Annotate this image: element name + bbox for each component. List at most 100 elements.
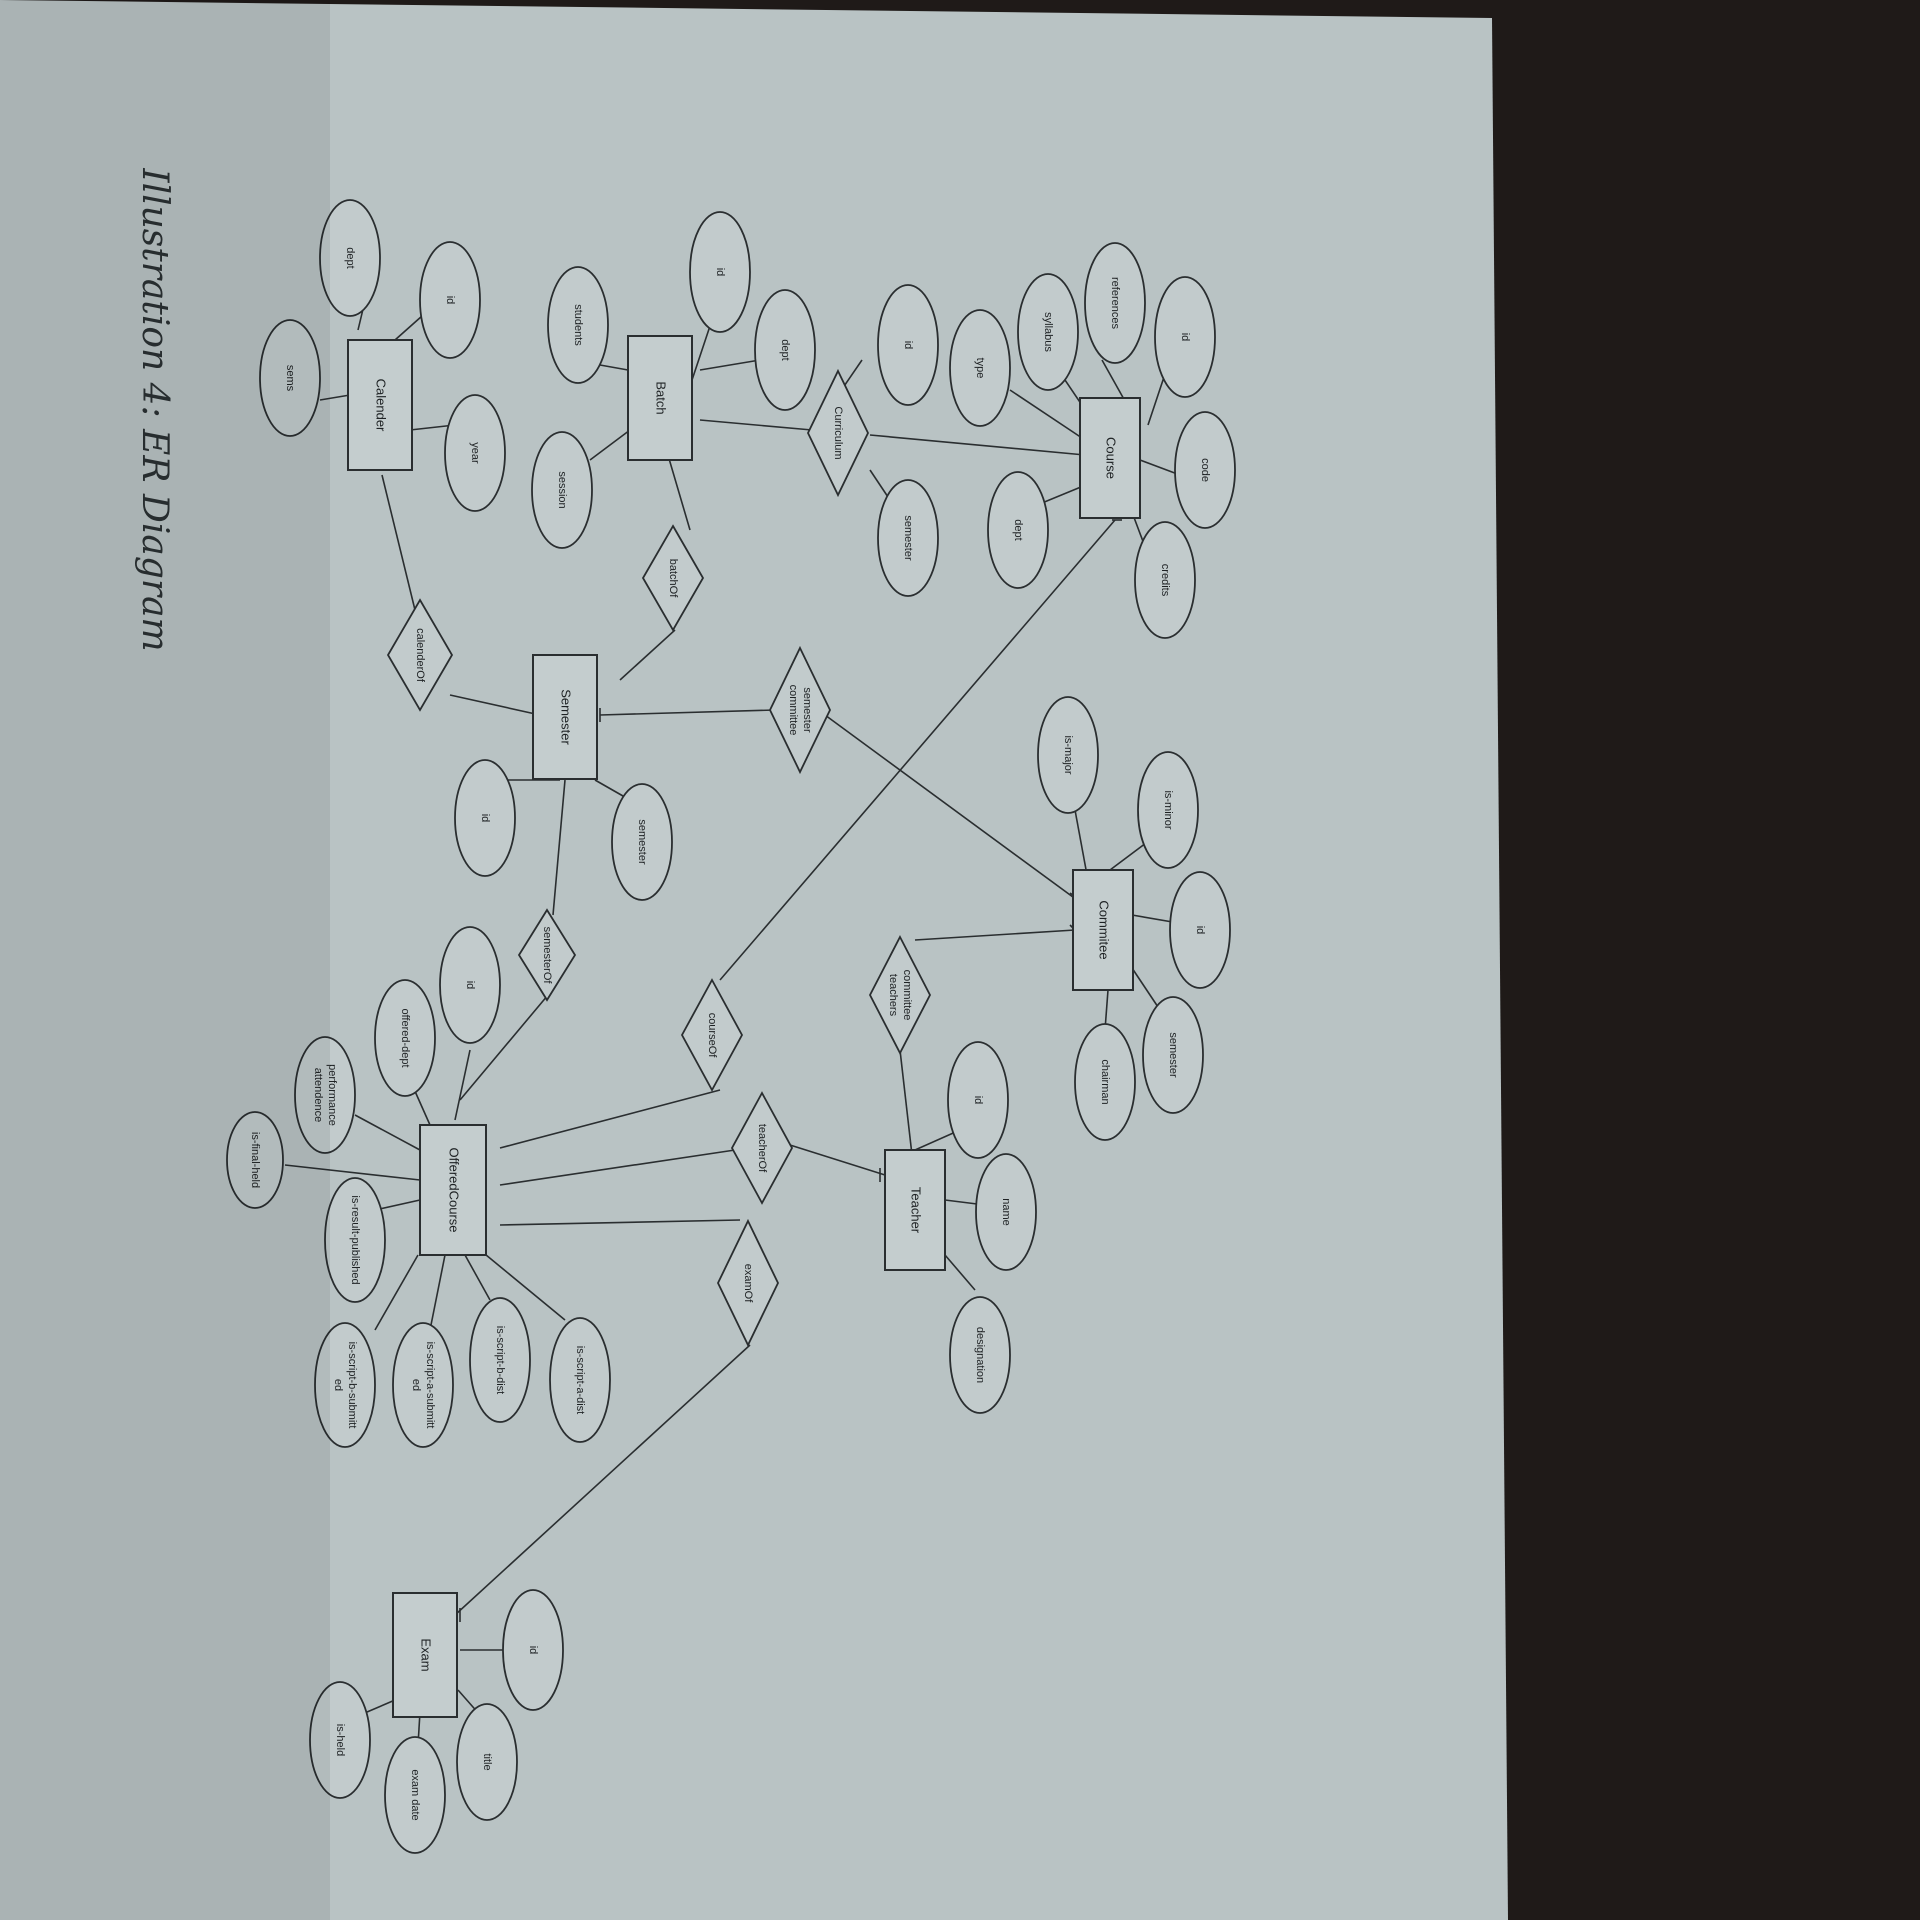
entity-calender: Calender <box>347 339 413 471</box>
attr-calender-dept: dept <box>319 199 381 317</box>
attr-offered-course-is-script-b-submitted: is-script-b-submitt ed <box>314 1322 376 1448</box>
relationship-curriculum-label: Curriculum <box>832 406 844 459</box>
attr-exam-is-held: is-held <box>309 1681 371 1799</box>
attr-course-type: type <box>949 309 1011 427</box>
entity-batch-label: Batch <box>654 381 669 414</box>
attr-curriculum-semester: semester <box>877 479 939 597</box>
relationship-semester-committee: semester committee <box>769 645 831 775</box>
attr-course-code-label: code <box>1199 458 1211 482</box>
relationship-exam-of-label: examOf <box>742 1264 754 1303</box>
entity-offered-course: OfferedCourse <box>419 1124 487 1256</box>
relationship-committee-teachers-line2: teachers <box>887 974 899 1017</box>
attr-course-credits-label: credits <box>1159 564 1171 597</box>
attr-batch-session: session <box>531 431 593 549</box>
attr-offered-course-offered-dept: offered-dept <box>374 979 436 1097</box>
attr-course-references-label: references <box>1109 277 1121 329</box>
relationship-course-of-label: courseOf <box>706 1013 718 1059</box>
attr-committee-id: id <box>1169 871 1231 989</box>
attr-exam-id: id <box>502 1589 564 1711</box>
attr-offered-course-is-script-a-dist: is-script-a-dist <box>549 1317 611 1443</box>
attr-exam-date: exam date <box>384 1736 446 1854</box>
attr-course-credits: credits <box>1134 521 1196 639</box>
attr-committee-chairman-label: chairman <box>1099 1059 1111 1104</box>
attr-script-a-submitted-line1: is-script-a-submitt <box>424 1342 436 1429</box>
relationship-teacher-of-label: teacherOf <box>756 1124 768 1173</box>
attr-committee-is-major: is-major <box>1037 696 1099 814</box>
attr-teacher-id: id <box>947 1041 1009 1159</box>
attr-teacher-designation: designation <box>949 1296 1011 1414</box>
attr-batch-id: id <box>689 211 751 333</box>
entity-semester-label: Semester <box>559 689 574 745</box>
attr-committee-is-major-label: is-major <box>1062 735 1074 774</box>
entity-course-label: Course <box>1104 437 1119 479</box>
attr-script-b-submitted-line1: is-script-b-submitt <box>346 1342 358 1429</box>
relationship-teacher-of: teacherOf <box>730 1091 794 1205</box>
attr-committee-id-label: id <box>1194 926 1206 935</box>
attr-offered-course-is-final-held: is-final-held <box>226 1111 284 1209</box>
attr-course-references: references <box>1084 242 1146 364</box>
attr-committee-semester: semester <box>1142 996 1204 1114</box>
attr-exam-id-label: id <box>527 1646 539 1655</box>
attr-is-script-b-dist-label: is-script-b-dist <box>494 1326 506 1394</box>
entity-course: Course <box>1079 397 1141 519</box>
attr-offered-course-is-script-b-dist: is-script-b-dist <box>469 1297 531 1423</box>
attr-is-result-published-label: is-result-published <box>349 1195 361 1284</box>
attr-course-id: id <box>1154 276 1216 398</box>
entity-exam-label: Exam <box>419 1638 434 1671</box>
photo-shadow <box>0 0 330 1920</box>
attr-teacher-name-label: name <box>1000 1198 1012 1226</box>
attr-batch-students-label: students <box>572 304 584 346</box>
attr-committee-is-minor-label: is-minor <box>1162 790 1174 829</box>
attr-course-type-label: type <box>974 358 986 379</box>
attr-script-b-submitted-line2: ed <box>332 1379 344 1391</box>
attr-course-dept-label: dept <box>1012 519 1024 540</box>
entity-offered-course-label: OfferedCourse <box>447 1147 462 1232</box>
attr-course-dept: dept <box>987 471 1049 589</box>
relationship-batch-of-label: batchOf <box>667 559 679 598</box>
attr-exam-title: title <box>456 1703 518 1821</box>
attr-calender-id-label: id <box>444 296 456 305</box>
attr-calender-sems: sems <box>259 319 321 437</box>
diagram-caption: Illustration 4: ER Diagram <box>134 167 175 651</box>
attr-calender-year-label: year <box>469 442 481 464</box>
relationship-committee-teachers-line1: committee <box>901 970 913 1021</box>
attr-semester-id-label: id <box>479 814 491 823</box>
relationship-course-of: courseOf <box>680 978 744 1092</box>
attr-calender-id: id <box>419 241 481 359</box>
entity-semester: Semester <box>532 654 598 780</box>
attr-teacher-designation-label: designation <box>974 1327 986 1383</box>
attr-curriculum-id: id <box>877 284 939 406</box>
attr-performance-line1: performance <box>326 1064 338 1126</box>
attr-exam-date-label: exam date <box>409 1769 421 1820</box>
relationship-batch-of: batchOf <box>641 524 705 632</box>
attr-committee-semester-label: semester <box>1167 1032 1179 1078</box>
attr-curriculum-id-label: id <box>902 341 914 350</box>
attr-offered-course-performance-attendence: performance attendence <box>294 1036 356 1154</box>
attr-course-code: code <box>1174 411 1236 529</box>
entity-committee: Commitee <box>1072 869 1134 991</box>
attr-batch-id-label: id <box>714 268 726 277</box>
attr-semester-semester-label: semester <box>636 819 648 865</box>
attr-script-a-submitted-line2: ed <box>410 1379 422 1391</box>
attr-batch-session-label: session <box>556 471 568 508</box>
entity-teacher: Teacher <box>884 1149 946 1271</box>
relationship-semester-of: semesterOf <box>517 908 577 1002</box>
relationship-calender-of: calenderOf <box>386 598 454 712</box>
entity-committee-label: Commitee <box>1097 900 1112 959</box>
attr-course-syllabus: syllabus <box>1017 273 1079 391</box>
relationship-calender-of-label: calenderOf <box>414 628 426 683</box>
attr-offered-course-id: id <box>439 926 501 1044</box>
attr-curriculum-semester-label: semester <box>902 515 914 561</box>
attr-teacher-id-label: id <box>972 1096 984 1105</box>
attr-offered-course-is-result-published: is-result-published <box>324 1177 386 1303</box>
attr-performance-line2: attendence <box>312 1068 324 1122</box>
attr-calender-year: year <box>444 394 506 512</box>
attr-committee-is-minor: is-minor <box>1137 751 1199 869</box>
entity-exam: Exam <box>392 1592 458 1718</box>
attr-offered-course-id-label: id <box>464 981 476 990</box>
relationship-curriculum: Curriculum <box>807 368 869 498</box>
relationship-semester-committee-line1: semester <box>801 687 813 733</box>
attr-calender-dept-label: dept <box>344 247 356 268</box>
attr-course-syllabus-label: syllabus <box>1042 312 1054 352</box>
attr-exam-title-label: title <box>481 1753 493 1770</box>
